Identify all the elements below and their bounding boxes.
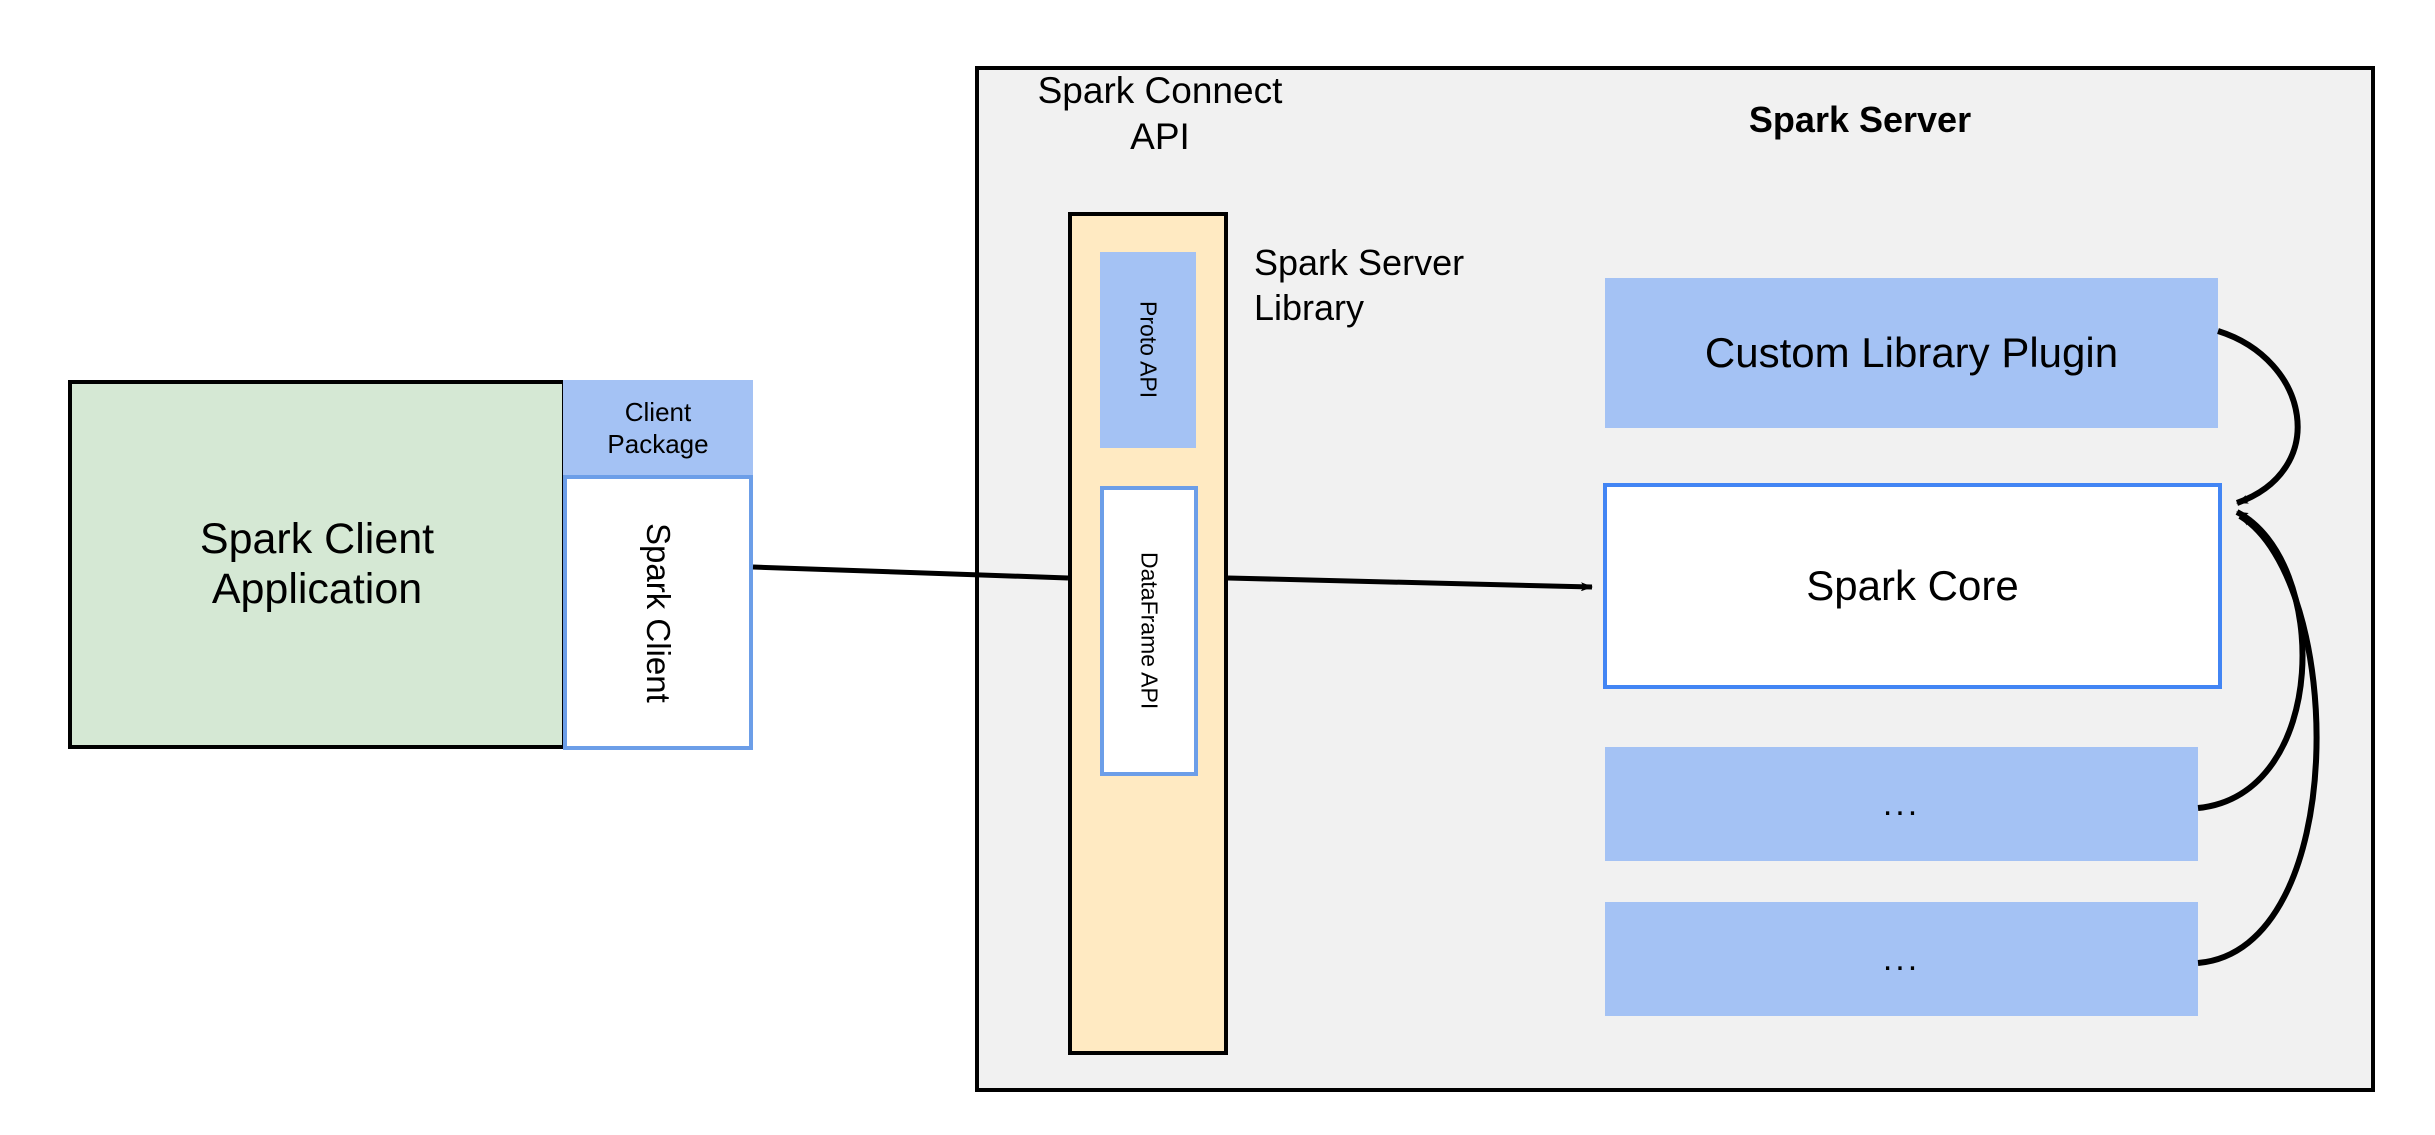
proto-api-label: Proto API: [1135, 301, 1162, 399]
spark-server-library-label: Spark Server Library: [1254, 242, 1465, 328]
spark-server-title: Spark Server: [1748, 99, 1972, 140]
custom-library-plugin-label: Custom Library Plugin: [1704, 329, 2119, 376]
spark-core-box[interactable]: Spark Core: [1603, 483, 2222, 689]
client-package-label: Client Package: [607, 397, 709, 459]
custom-library-plugin-box[interactable]: Custom Library Plugin: [1605, 278, 2218, 428]
spark-client-label: Spark Client: [640, 522, 677, 703]
spark-connect-api-label: Spark Connect API: [1037, 70, 1283, 158]
spark-client-box[interactable]: Spark Client: [563, 475, 753, 750]
spark-client-application-box[interactable]: Spark Client Application: [68, 380, 566, 749]
ellipsis-box-2-label: ...: [1882, 939, 1921, 978]
spark-client-application-label: Spark Client Application: [199, 515, 435, 613]
ellipsis-box-1-label: ...: [1882, 784, 1921, 823]
dataframe-api-label: DataFrame API: [1136, 552, 1163, 710]
proto-api-box[interactable]: Proto API: [1100, 252, 1196, 448]
ellipsis-box-1[interactable]: ...: [1605, 747, 2198, 861]
spark-core-label: Spark Core: [1806, 562, 2019, 609]
client-package-box[interactable]: Client Package: [563, 380, 753, 477]
dataframe-api-box[interactable]: DataFrame API: [1100, 486, 1198, 776]
ellipsis-box-2[interactable]: ...: [1605, 902, 2198, 1016]
